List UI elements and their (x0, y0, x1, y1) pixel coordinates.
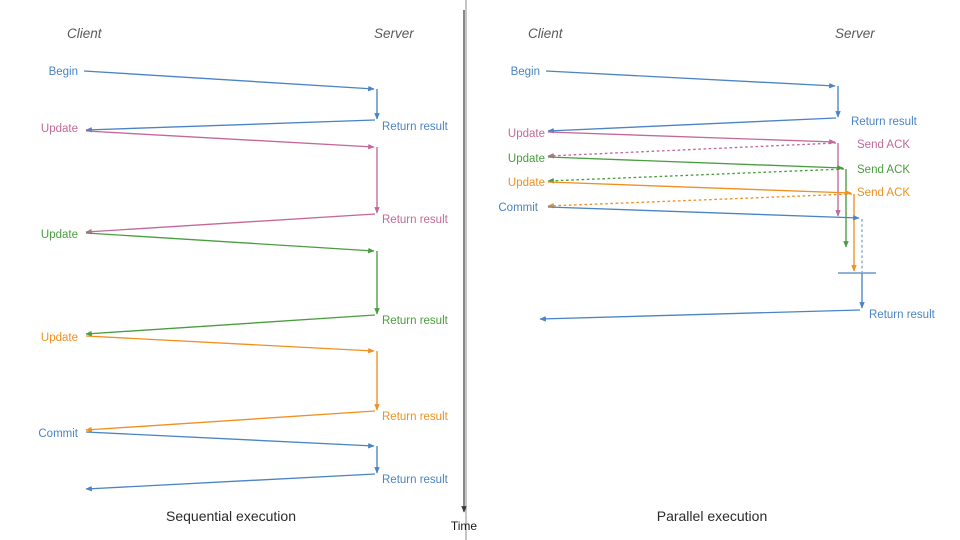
lane-header-server: Server (374, 26, 414, 41)
arrow-commit-response (539, 309, 861, 322)
server-message-label: Send ACK (857, 139, 910, 151)
server-message-label: Send ACK (857, 187, 910, 199)
server-message-label: Return result (851, 116, 918, 128)
client-message-label: Update (41, 332, 78, 344)
server-message-label: Return result (869, 309, 936, 321)
arrow-begin-request (545, 70, 836, 89)
arrow-update2-request (85, 232, 375, 254)
client-message-label: Commit (38, 428, 78, 440)
server-message-label: Return result (382, 214, 449, 226)
arrow-commit-response (85, 473, 376, 492)
arrow-update3-ack (547, 193, 853, 209)
arrow-update3-request (547, 181, 852, 196)
panel-caption-parallel: Parallel execution (657, 508, 768, 524)
arrow-update2-response (85, 314, 376, 337)
server-message-label: Send ACK (857, 164, 910, 176)
arrow-update1-request (547, 131, 836, 145)
client-message-label: Update (508, 153, 545, 165)
lane-header-client: Client (528, 26, 564, 41)
server-message-label: Return result (382, 474, 449, 486)
client-message-label: Begin (49, 66, 78, 78)
lane-header-client: Client (67, 26, 103, 41)
arrow-update1-response (85, 213, 376, 235)
server-message-label: Return result (382, 411, 449, 423)
arrow-update2-request (547, 156, 844, 171)
server-message-label: Return result (382, 121, 449, 133)
client-message-label: Begin (511, 66, 540, 78)
arrow-begin-response (547, 117, 837, 134)
client-message-label: Update (41, 229, 78, 241)
arrow-update1-request (85, 130, 375, 150)
server-message-label: Return result (382, 315, 449, 327)
arrow-update3-response (85, 410, 376, 433)
client-message-label: Update (41, 123, 78, 135)
arrow-begin-request (83, 70, 375, 92)
arrow-commit-request (85, 431, 375, 449)
lane-header-server: Server (835, 26, 875, 41)
client-message-label: Commit (498, 202, 538, 214)
time-axis-label: Time (451, 519, 478, 533)
arrow-update2-ack (547, 168, 845, 184)
arrow-update1-ack (547, 142, 837, 159)
time-axis-group: Time (451, 0, 478, 540)
arrow-commit-request (547, 206, 860, 221)
arrow-begin-response (85, 119, 376, 133)
client-message-label: Update (508, 177, 545, 189)
arrow-update3-request (85, 335, 375, 354)
client-message-label: Update (508, 128, 545, 140)
panel-caption-sequential: Sequential execution (166, 508, 296, 524)
